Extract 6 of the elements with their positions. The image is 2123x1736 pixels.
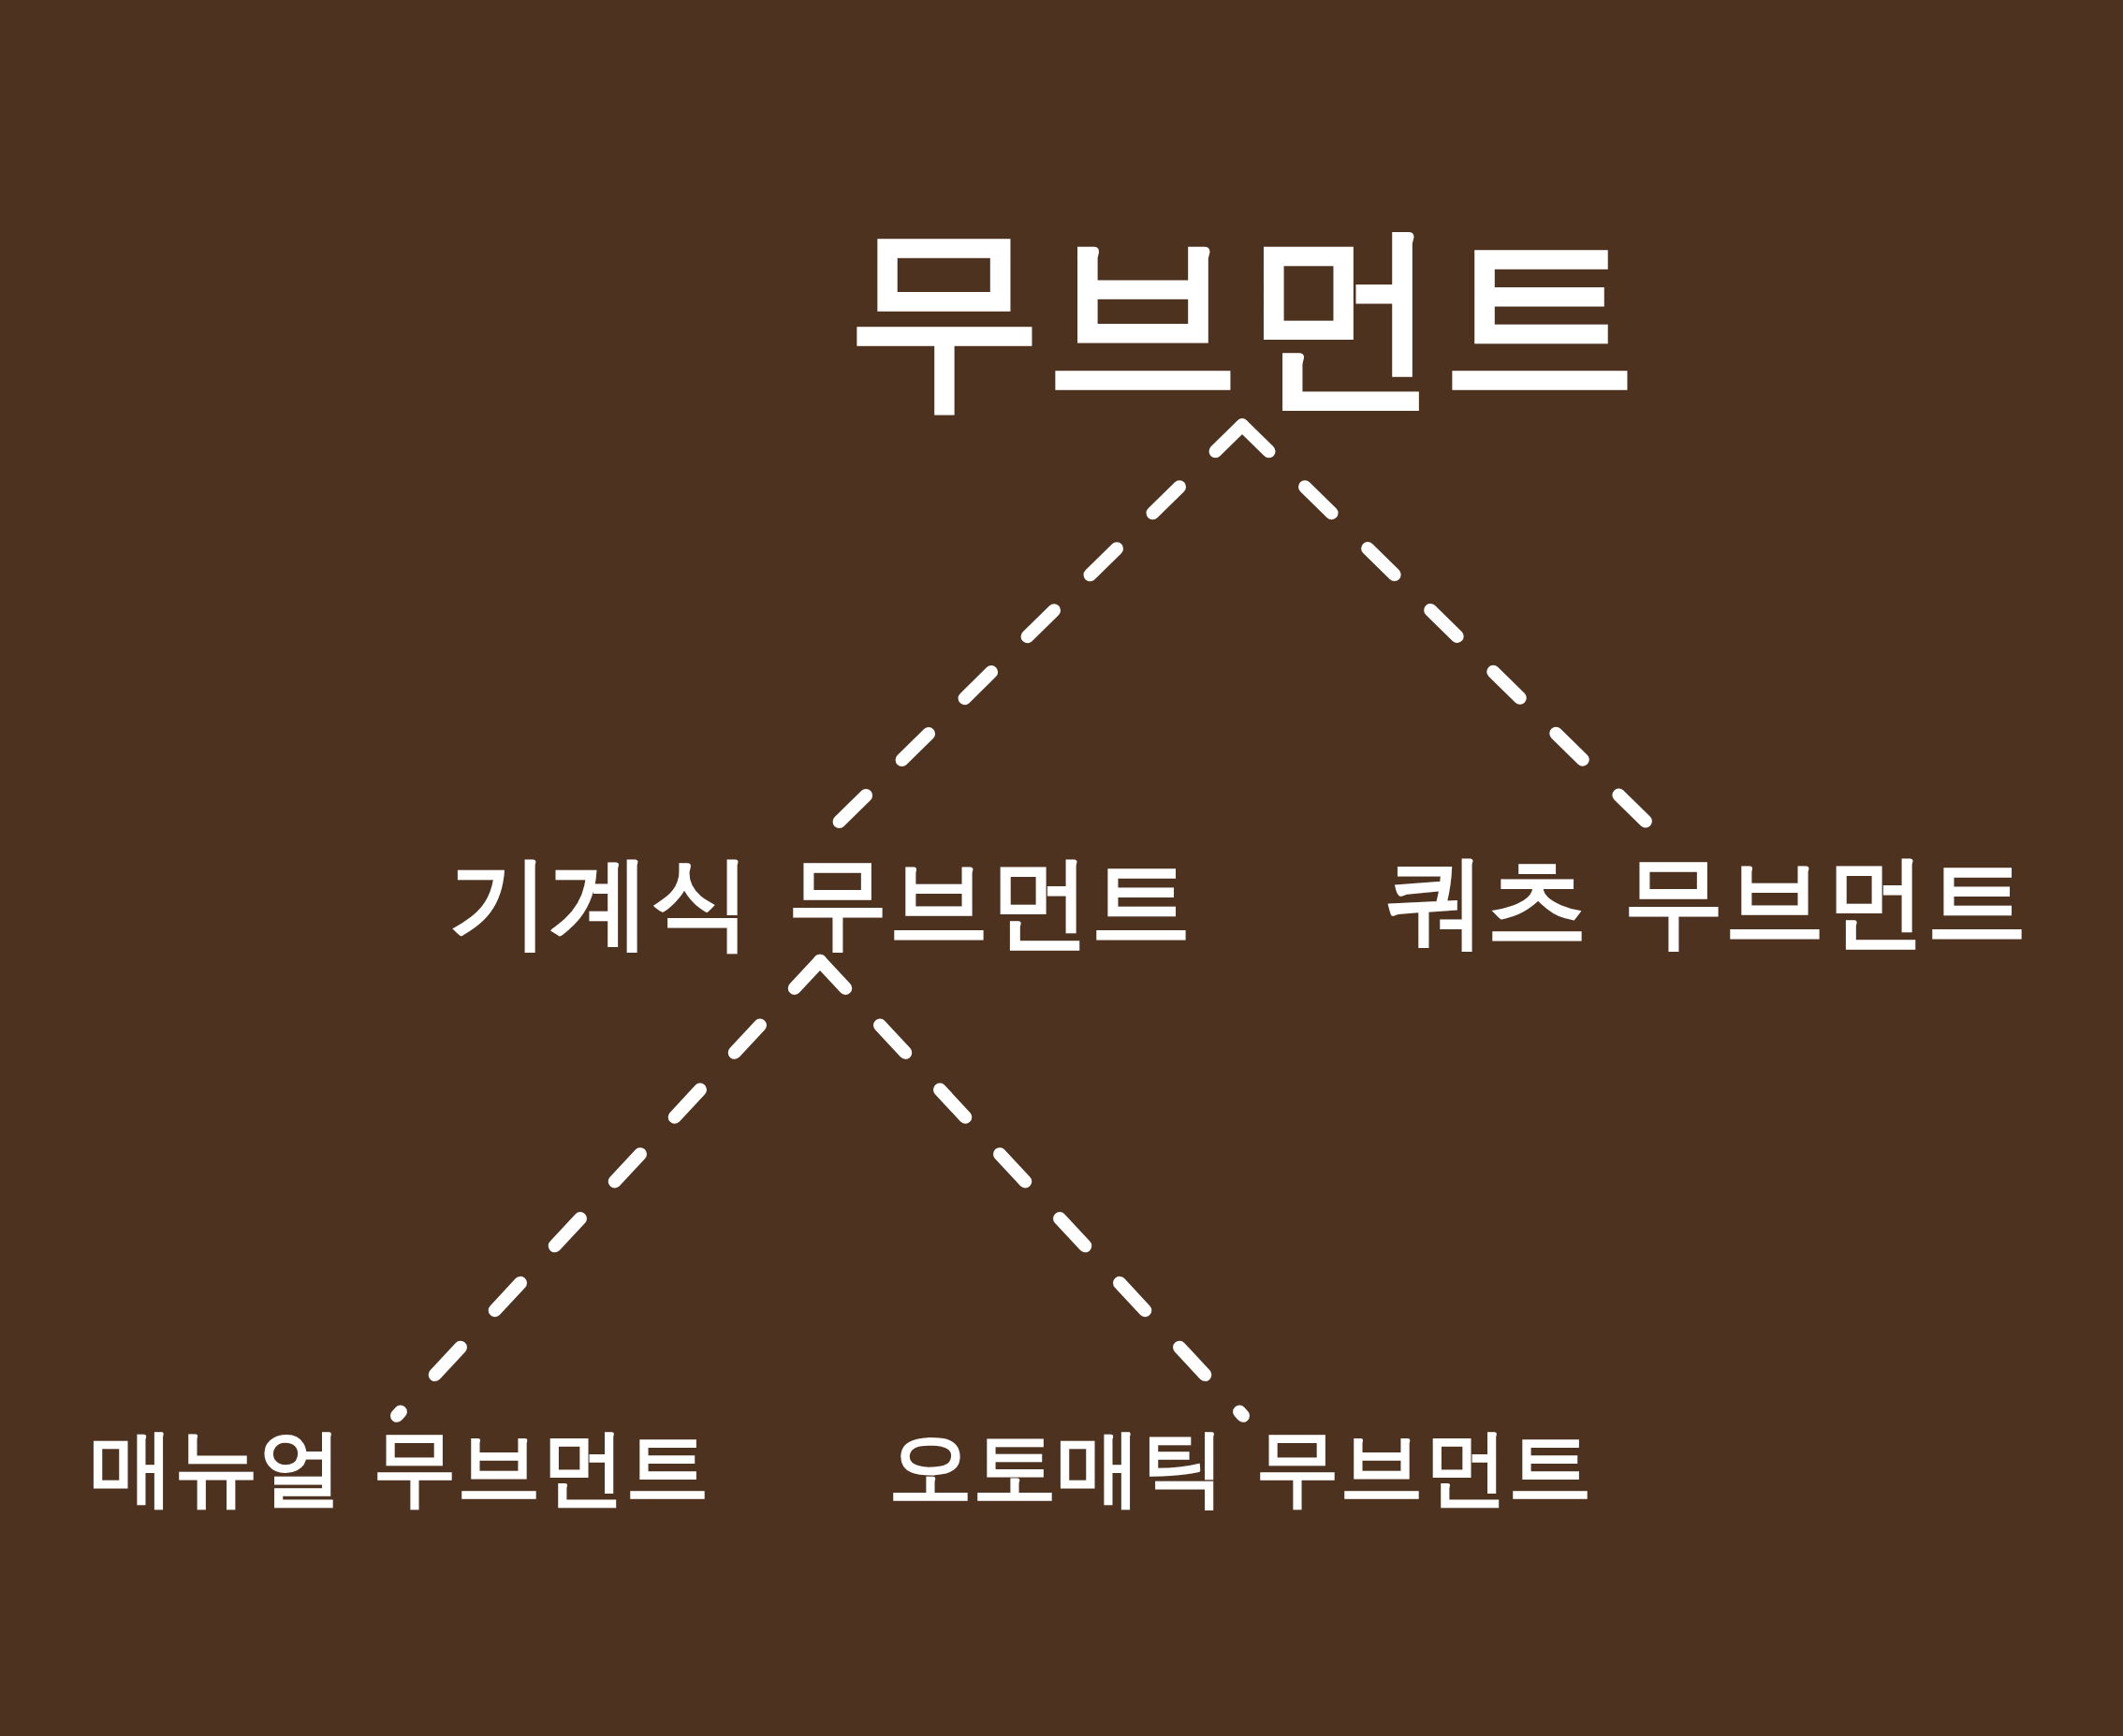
title-label: 무브먼트 (845, 211, 1639, 420)
dashed-connector (813, 954, 1250, 1422)
category-label: 매뉴얼 무브먼트 (90, 1422, 710, 1512)
category-label: 쿼츠 무브먼트 (1385, 848, 2028, 955)
category-label: 오토매틱 무브먼트 (888, 1422, 1592, 1512)
category-label: 기계식 무브먼트 (448, 849, 1192, 956)
